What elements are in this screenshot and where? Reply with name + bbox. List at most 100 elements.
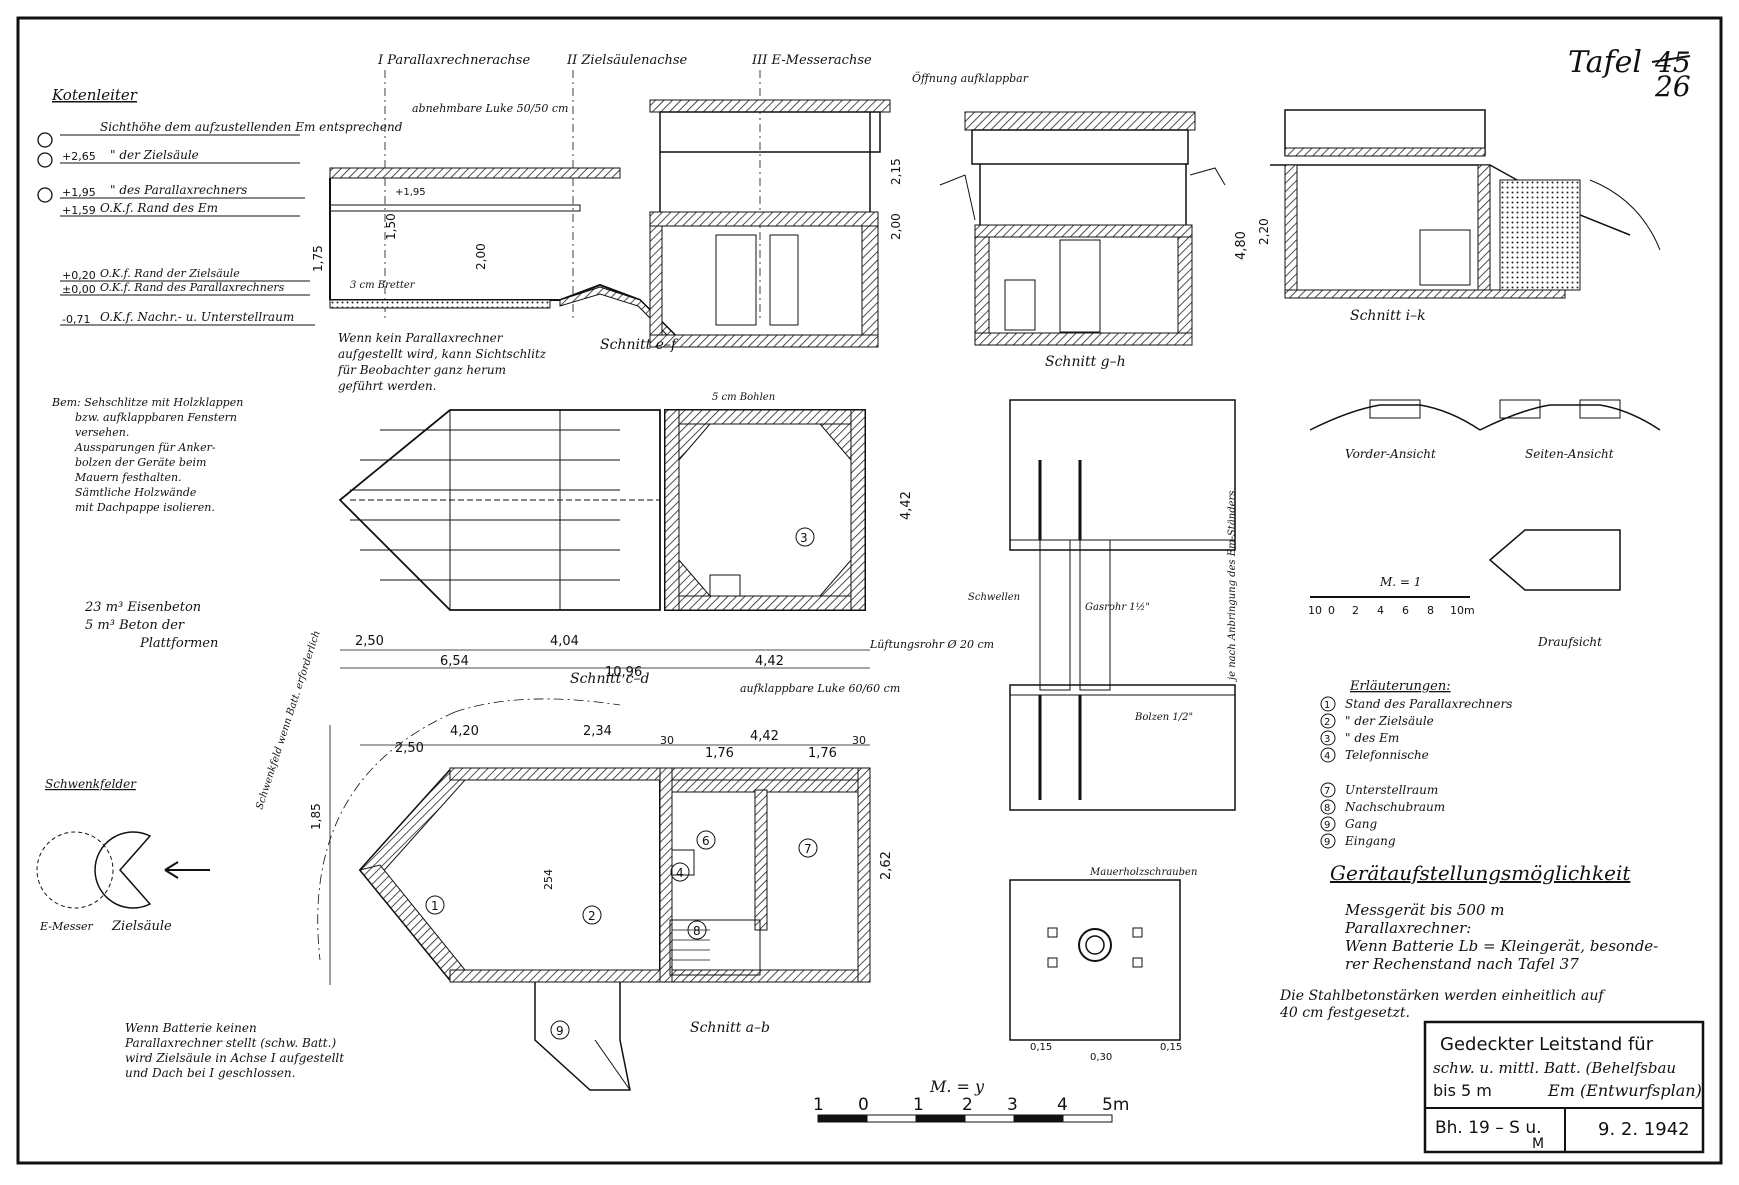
legend-number: 3	[1324, 734, 1330, 745]
detail-staender: Schwellen Gasrohr 1½" Bolzen 1/2" je nac…	[968, 399, 1238, 1063]
svg-text:2: 2	[962, 1095, 973, 1115]
svg-text:Schnitt c–d: Schnitt c–d	[570, 671, 649, 687]
svg-text:Bem: Sehschlitze mit Holzklapp: Bem: Sehschlitze mit Holzklappen	[51, 396, 243, 409]
svg-text:Gerätaufstellungsmöglichkeit: Gerätaufstellungsmöglichkeit	[1330, 861, 1631, 885]
svg-text:3: 3	[800, 531, 808, 545]
svg-text:Schnitt e–f: Schnitt e–f	[600, 337, 679, 353]
svg-text:1,76: 1,76	[705, 746, 734, 761]
svg-text:Wenn Batterie keinen: Wenn Batterie keinen	[125, 1021, 257, 1035]
legend-marker	[1320, 696, 1336, 712]
section-c-d: 3 5 cm Bohlen Schnitt c–d Lüftungsrohr Ø…	[338, 392, 994, 695]
svg-text:±0,00: ±0,00	[62, 283, 96, 296]
svg-text:10m: 10m	[1450, 604, 1475, 617]
e-messer-circle	[36, 831, 114, 909]
svg-text:O.K.f. Nachr.- u. Unterstellra: O.K.f. Nachr.- u. Unterstellraum	[100, 310, 294, 324]
schwenkfelder: Schwenkfelder E-Messer Zielsäule	[36, 777, 210, 934]
marker-circle	[37, 152, 53, 168]
scale-segment	[964, 1114, 1015, 1123]
svg-text:23 m³ Eisenbeton: 23 m³ Eisenbeton	[84, 600, 201, 615]
svg-text:4: 4	[676, 866, 684, 880]
section-g-h: Schnitt g–h 4,80	[939, 111, 1249, 370]
svg-text:O.K.f. Rand des Em: O.K.f. Rand des Em	[100, 201, 218, 215]
svg-text:mit Dachpappe isolieren.: mit Dachpappe isolieren.	[75, 501, 215, 514]
svg-text:8: 8	[1427, 604, 1434, 617]
svg-text:1: 1	[431, 899, 439, 913]
svg-text:Schnitt i–k: Schnitt i–k	[1350, 308, 1426, 324]
legend-text: Telefonnische	[1345, 748, 1429, 762]
svg-text:Die Stahlbetonstärken werden e: Die Stahlbetonstärken werden einheitlich…	[1279, 988, 1606, 1004]
svg-text:Messgerät bis 500 m: Messgerät bis 500 m	[1344, 901, 1505, 919]
section-a-b-plan: 1 2 4 6 7 8 9 Schnitt a–b 2,50 4,20 2,34…	[254, 629, 894, 1091]
svg-text:Erläuterungen:: Erläuterungen:	[1349, 679, 1451, 694]
room-marker-4	[670, 862, 690, 882]
zielsaeule-sector	[94, 831, 152, 909]
bolt-ring	[1078, 928, 1112, 962]
svg-text:Schwenkfelder: Schwenkfelder	[45, 777, 137, 791]
svg-text:Zielsäule: Zielsäule	[111, 919, 172, 934]
svg-text:5 m³ Beton der: 5 m³ Beton der	[85, 618, 185, 633]
views-small: Vorder-Ansicht Seiten-Ansicht Draufsicht	[1309, 399, 1661, 649]
svg-text:Parallaxrechner stellt (schw.: Parallaxrechner stellt (schw. Batt.)	[124, 1036, 336, 1050]
legend-marker	[1320, 713, 1336, 729]
room-marker-7	[798, 838, 818, 858]
svg-text:für Beobachter ganz herum: für Beobachter ganz herum	[337, 363, 506, 377]
svg-text:+2,65: +2,65	[62, 150, 96, 163]
room-marker-1	[425, 895, 445, 915]
svg-text:1: 1	[813, 1095, 824, 1115]
svg-text:2,62: 2,62	[879, 851, 894, 880]
svg-text:2,15: 2,15	[889, 158, 903, 185]
svg-text:2,34: 2,34	[583, 724, 612, 739]
legend-number: 1	[1324, 700, 1330, 711]
svg-text:6: 6	[1402, 604, 1409, 617]
legend-text: " des Em	[1345, 731, 1399, 745]
svg-text:M. = y: M. = y	[929, 1077, 985, 1096]
sheet-frame	[16, 16, 1723, 1165]
svg-text:bzw. aufklappbaren Fenstern: bzw. aufklappbaren Fenstern	[75, 411, 237, 424]
svg-text:" der Zielsäule: " der Zielsäule	[110, 148, 199, 162]
svg-text:+1,95: +1,95	[62, 186, 96, 199]
svg-text:aufklappbare Luke 60/60 cm: aufklappbare Luke 60/60 cm	[740, 682, 900, 695]
svg-text:26: 26	[1654, 70, 1691, 103]
svg-text:1,50: 1,50	[384, 213, 398, 240]
geraete-block: Gerätaufstellungsmöglichkeit Messgerät b…	[1279, 861, 1658, 1021]
svg-text:Schnitt g–h: Schnitt g–h	[1045, 354, 1126, 370]
svg-text:30: 30	[852, 734, 866, 747]
svg-text:4,80: 4,80	[1234, 231, 1249, 260]
room-marker-8	[687, 920, 707, 940]
legend-number: 9	[1324, 837, 1330, 848]
svg-text:M. = 1: M. = 1	[1379, 575, 1421, 589]
section-i-k: Schnitt i–k 2,20	[1257, 109, 1661, 324]
scale-small: M. = 1 10 0 2 4 6 8 10m	[1308, 575, 1475, 617]
svg-text:8: 8	[693, 924, 701, 938]
svg-text:4,04: 4,04	[550, 634, 579, 649]
svg-text:4,42: 4,42	[899, 491, 914, 520]
svg-text:I Parallaxrechnerachse: I Parallaxrechnerachse	[377, 53, 530, 68]
svg-text:abnehmbare Luke 50/50 cm: abnehmbare Luke 50/50 cm	[412, 102, 568, 115]
svg-text:O.K.f. Rand der Zielsäule: O.K.f. Rand der Zielsäule	[100, 267, 240, 280]
svg-text:2,00: 2,00	[474, 243, 488, 270]
svg-text:Kotenleiter: Kotenleiter	[51, 86, 138, 104]
title-block: Gedeckter Leitstand für schw. u. mittl. …	[1423, 1020, 1705, 1154]
legend-text: Nachschubraum	[1344, 800, 1445, 814]
svg-text:0,15: 0,15	[1160, 1042, 1182, 1053]
svg-text:4,42: 4,42	[755, 654, 784, 669]
svg-text:2,50: 2,50	[355, 634, 384, 649]
svg-text:+1,59: +1,59	[62, 204, 96, 217]
marker-circle	[37, 132, 53, 148]
note-kein-parallax: Wenn kein Parallaxrechner aufgestellt wi…	[337, 331, 547, 393]
svg-text:Lüftungsrohr Ø 20 cm: Lüftungsrohr Ø 20 cm	[869, 638, 994, 651]
svg-text:2,20: 2,20	[1257, 218, 1271, 245]
svg-text:Sämtliche Holzwände: Sämtliche Holzwände	[75, 486, 197, 499]
svg-text:Öffnung aufklappbar: Öffnung aufklappbar	[912, 71, 1029, 85]
svg-text:6: 6	[702, 834, 710, 848]
svg-text:30: 30	[660, 734, 674, 747]
legend-marker	[1320, 730, 1336, 746]
svg-text:0: 0	[1328, 604, 1335, 617]
marker-circle	[37, 187, 53, 203]
note-batterie-parallax: Wenn Batterie keinen Parallaxrechner ste…	[124, 1021, 344, 1080]
svg-text:5 cm Bohlen: 5 cm Bohlen	[712, 392, 775, 403]
svg-text:4,42: 4,42	[750, 729, 779, 744]
svg-text:Bh. 19 – S u.: Bh. 19 – S u.	[1435, 1118, 1542, 1138]
